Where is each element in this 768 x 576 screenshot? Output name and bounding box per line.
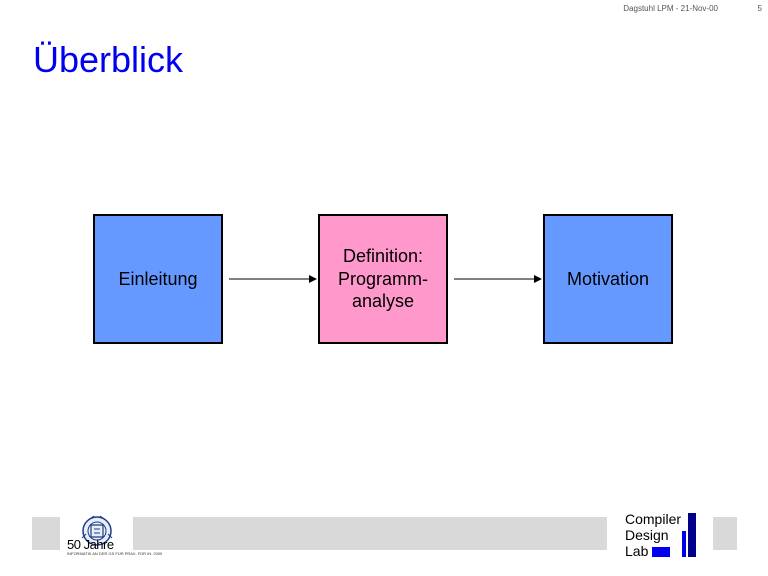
- page-number: 5: [757, 4, 762, 13]
- fifty-years-fineprint: INFORMATIK AN DER GS FÜR PRAX. FÜR IN. 2…: [67, 551, 163, 556]
- cdl-line-lab: Lab: [625, 543, 649, 559]
- footer-bar-middle: [133, 517, 607, 550]
- node-label-line-2: Programm-: [337, 268, 428, 289]
- footer-bar-left: [32, 517, 60, 550]
- node-einleitung: Einleitung: [93, 214, 223, 344]
- node-definition: Definition: Programm- analyse: [318, 214, 448, 344]
- cdl-line-compiler: Compiler: [625, 511, 682, 527]
- footer-bar-right: [713, 517, 737, 550]
- compiler-design-lab-logo-icon: [652, 513, 696, 557]
- header-meta: Dagstuhl LPM - 21-Nov-00: [623, 4, 718, 13]
- slide-title: Überblick: [33, 39, 184, 80]
- node-label-line-3: analyse: [351, 291, 415, 312]
- node-label: Einleitung: [118, 268, 198, 289]
- node-motivation: Motivation: [543, 214, 673, 344]
- fifty-years-logo-icon: [81, 515, 113, 546]
- compiler-design-lab-text: Compiler Design Lab: [625, 511, 681, 559]
- cdl-line-design: Design: [625, 527, 669, 543]
- node-label-line-1: Definition:: [342, 246, 424, 267]
- node-label: Motivation: [566, 268, 650, 289]
- fifty-years-caption: 50 Jahre: [67, 537, 114, 552]
